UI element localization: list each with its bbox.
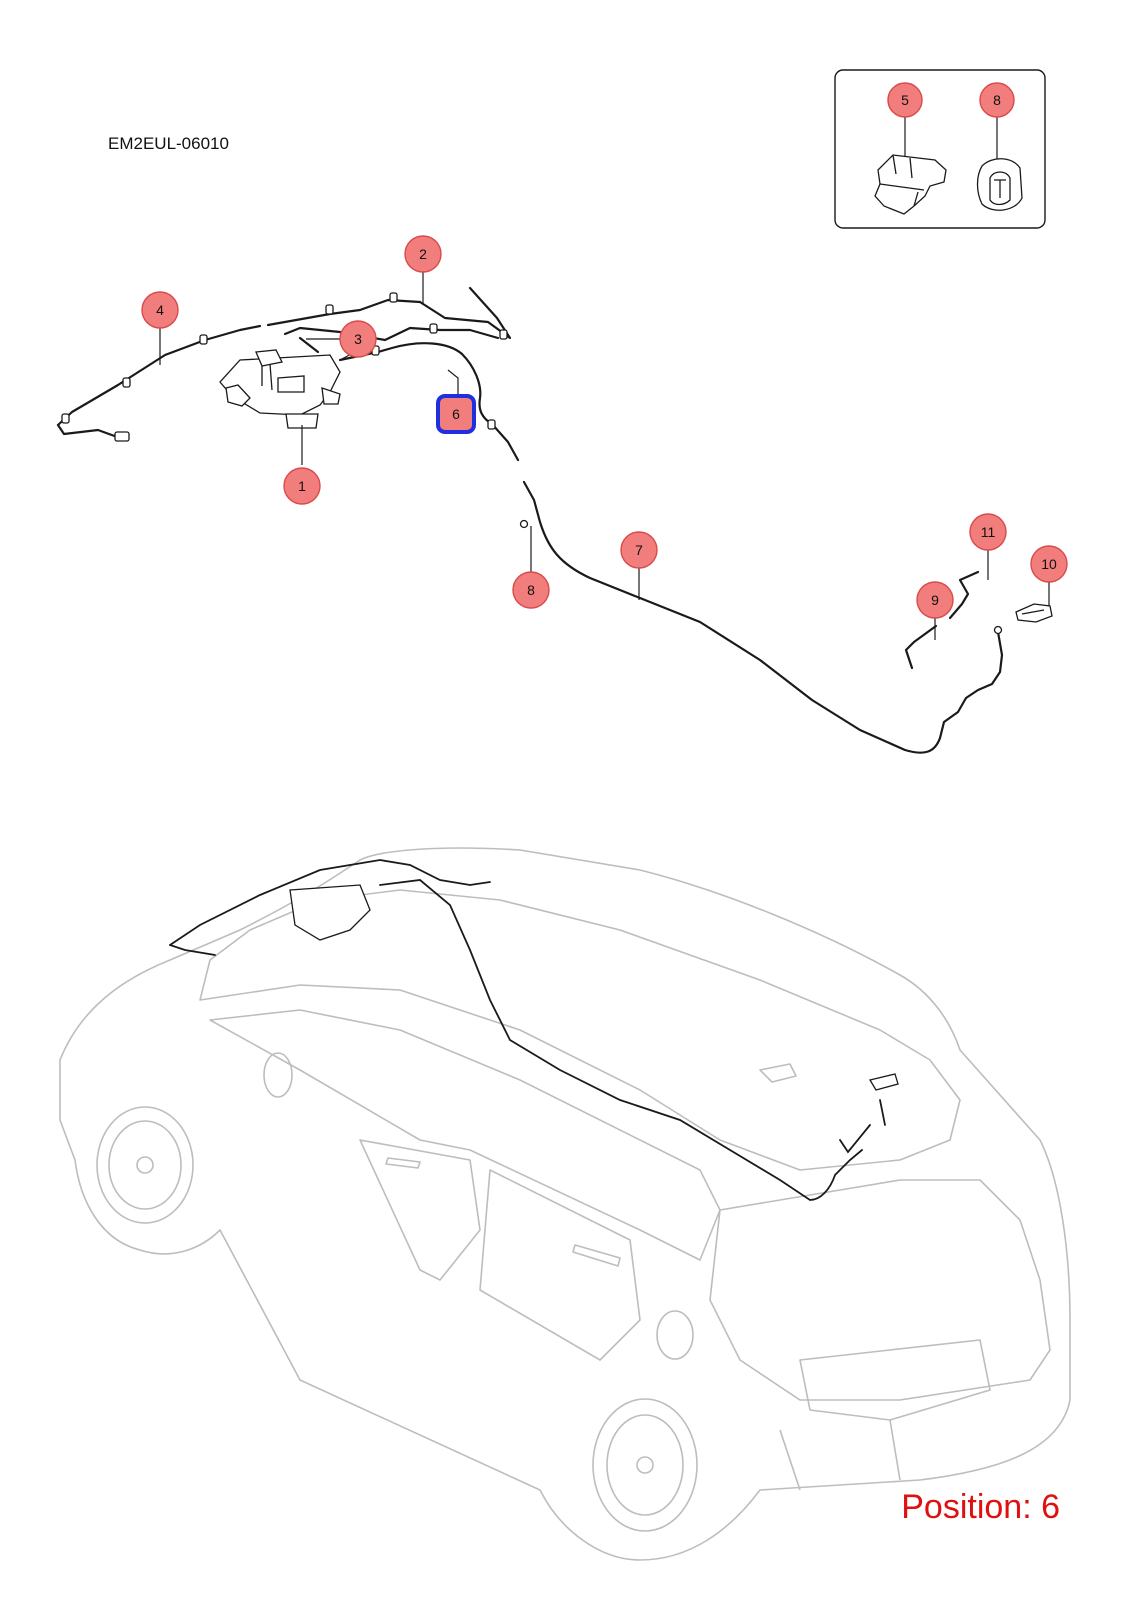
grommet-part-8[interactable]	[976, 115, 1023, 211]
diagram-code: EM2EUL-06010	[108, 134, 229, 153]
callout-1[interactable]: 1	[283, 467, 321, 505]
callout-5[interactable]: 5	[887, 82, 923, 118]
svg-text:9: 9	[931, 592, 939, 608]
callout-3[interactable]: 3	[339, 320, 377, 358]
grommet-part-8-small[interactable]	[519, 519, 529, 529]
svg-text:8: 8	[993, 92, 1001, 108]
callout-4[interactable]: 4	[141, 291, 179, 329]
harness-part-7[interactable]	[490, 422, 1004, 754]
harness-part-11[interactable]	[948, 570, 980, 620]
svg-text:2: 2	[419, 246, 427, 262]
callouts: 1 2 3 4 5 6 7 8	[141, 82, 1068, 619]
harness-clips	[61, 292, 508, 430]
svg-text:7: 7	[635, 542, 643, 558]
harness-part-4[interactable]	[56, 298, 422, 427]
callout-2[interactable]: 2	[404, 235, 442, 273]
svg-text:8: 8	[527, 582, 535, 598]
svg-text:3: 3	[354, 331, 362, 347]
clip-part-5[interactable]	[874, 115, 947, 215]
harness-part-3[interactable]	[283, 326, 500, 342]
position-indicator: Position: 6	[901, 1488, 1060, 1526]
harness-assembly	[56, 286, 1053, 754]
harness-part-2[interactable]	[418, 286, 512, 340]
svg-text:1: 1	[298, 478, 306, 494]
callout-9[interactable]: 9	[916, 581, 954, 619]
callout-8[interactable]: 8	[512, 571, 550, 609]
callout-leaders	[159, 272, 1050, 640]
svg-text:5: 5	[901, 92, 909, 108]
callout-7[interactable]: 7	[620, 531, 658, 569]
harness-part-9[interactable]	[904, 624, 938, 670]
svg-text:11: 11	[981, 524, 996, 540]
connector-part-10[interactable]	[1015, 603, 1053, 623]
callout-6-selected[interactable]: 6	[436, 394, 476, 434]
car-outline	[59, 847, 1071, 1561]
washer-tank-part-1[interactable]	[219, 349, 341, 429]
svg-text:10: 10	[1041, 556, 1057, 572]
svg-text:4: 4	[156, 302, 164, 318]
detail-inset	[834, 69, 1046, 229]
svg-text:6: 6	[452, 406, 460, 422]
callout-8-inset[interactable]: 8	[979, 82, 1015, 118]
callout-10[interactable]: 10	[1030, 545, 1068, 583]
callout-11[interactable]: 11	[969, 513, 1007, 551]
